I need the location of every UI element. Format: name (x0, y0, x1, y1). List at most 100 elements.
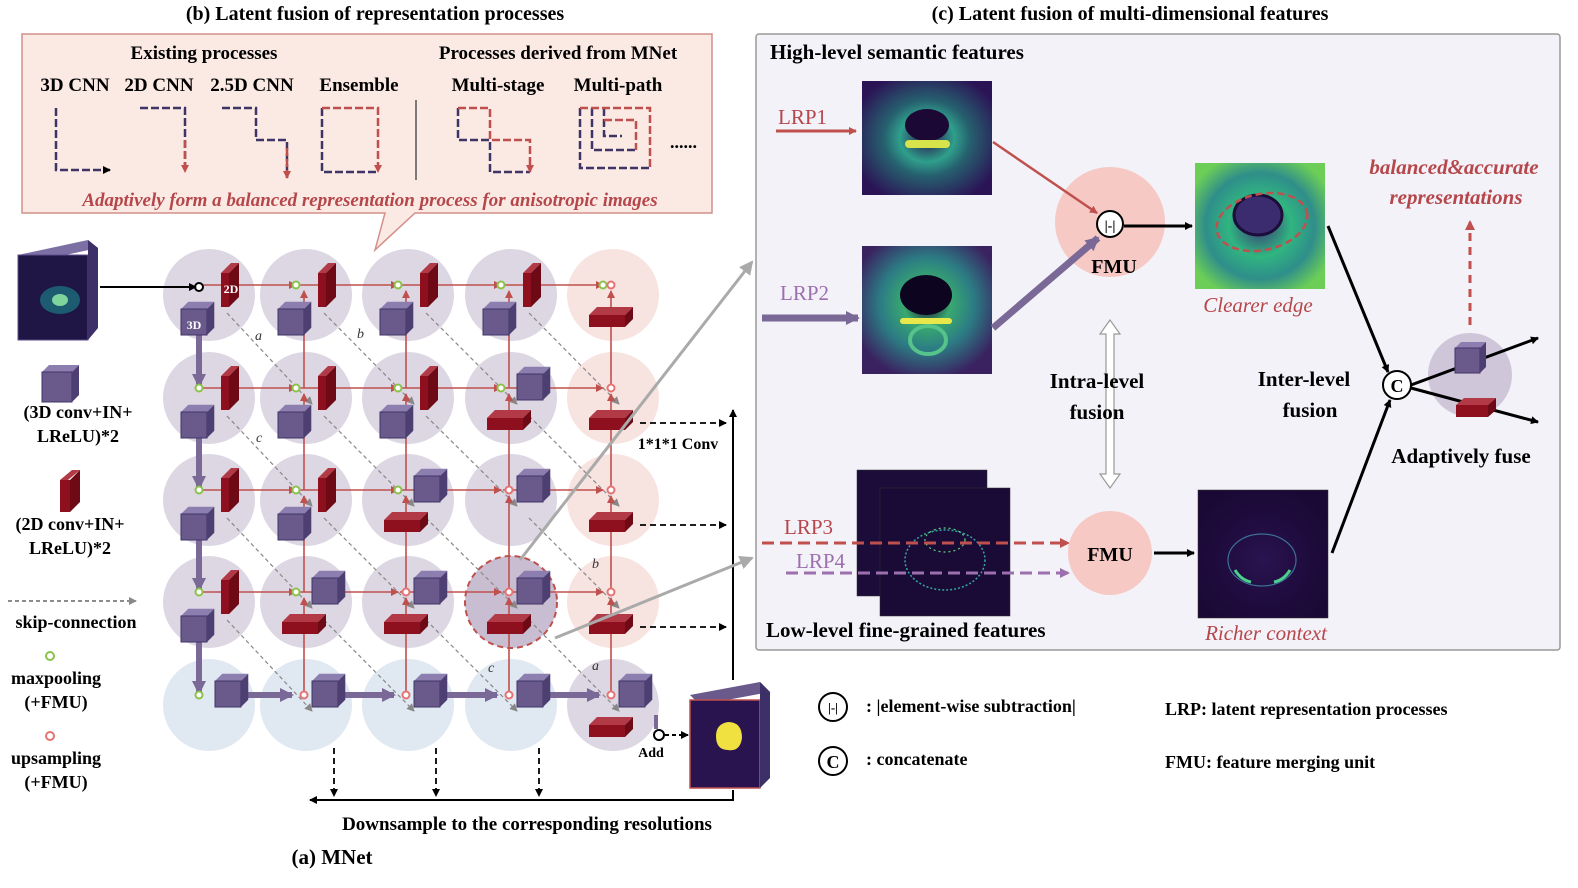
maxpool-dot (194, 485, 204, 495)
plate-side (229, 263, 239, 307)
decoder-3d-cube (516, 673, 551, 708)
plate-front (221, 376, 229, 410)
conv2d-slab-horizontal (589, 614, 633, 634)
slab-front (589, 315, 625, 327)
decoder-3d-cube (413, 570, 448, 605)
slab-front (487, 622, 523, 634)
legend-3d-line2: LReLU)*2 (37, 426, 119, 447)
cube-top (414, 570, 448, 578)
cube-side (241, 673, 249, 707)
slab-top (589, 512, 633, 520)
label-ensemble: Ensemble (319, 75, 398, 96)
cube-top (380, 404, 414, 412)
lrp2-label: LRP2 (780, 281, 829, 305)
decoder-3d-cube (413, 673, 448, 708)
legend-maxpool-dot (45, 651, 55, 661)
downsample-label: Downsample to the corresponding resoluti… (342, 814, 712, 835)
conv2d-slab-horizontal (589, 717, 633, 737)
upsample-dot (606, 485, 616, 495)
slab-top (589, 410, 633, 418)
slab-top (487, 614, 531, 622)
plate-front (318, 273, 326, 307)
cube-front (516, 680, 544, 708)
cube-front (618, 680, 646, 708)
cube-side (338, 673, 346, 707)
conv2d-plate-vertical (221, 468, 239, 512)
maxpool-dot (393, 280, 403, 290)
process-multi-path-glyph (578, 106, 652, 170)
process-ensemble-glyph (320, 106, 382, 174)
legend-concat-text: : concatenate (866, 749, 967, 769)
cube-front (516, 475, 544, 503)
slab-top (384, 614, 428, 622)
intra-level-double-arrow (1098, 318, 1122, 490)
upsample-dot (299, 690, 309, 700)
decoder-3d-cube (214, 673, 249, 708)
adaptive-fuse-label: Adaptively fuse (1391, 444, 1530, 468)
cube-side (406, 404, 414, 438)
conv2d-plate-vertical (221, 263, 239, 307)
cube-top (517, 468, 551, 476)
cube-front (277, 411, 305, 439)
cube-side (304, 301, 312, 335)
label-25d-cnn: 2.5D CNN (210, 75, 294, 96)
plate-top (420, 263, 438, 273)
plate-side (229, 366, 239, 410)
upsample-dot (606, 690, 616, 700)
highlight-node-ring (464, 555, 558, 649)
slab-front (589, 725, 625, 737)
cube-front (413, 475, 441, 503)
cube-top (181, 506, 215, 514)
legend-maxpool-line2: (+FMU) (24, 692, 87, 713)
plate-side (326, 366, 336, 410)
slab-side (625, 614, 633, 634)
output-volume (689, 682, 770, 789)
cube-side (440, 468, 448, 502)
cube-side (207, 301, 215, 335)
cube-side (509, 301, 517, 335)
cube-top (181, 404, 215, 412)
cube-top (181, 301, 215, 309)
process-3d-cnn-glyph (54, 108, 111, 174)
cube-front (180, 513, 208, 541)
legend-concat-symbol: C (827, 752, 840, 772)
cube-front (214, 680, 242, 708)
plate-side (326, 468, 336, 512)
intra-level-line2: fusion (1070, 400, 1125, 424)
skip-connection-line (323, 619, 415, 712)
conv2d-slab-horizontal (384, 512, 428, 532)
cube-top (414, 468, 448, 476)
maxpool-dot (291, 587, 301, 597)
plate-side (326, 263, 336, 307)
slab-front (589, 418, 625, 430)
cube-front (516, 373, 544, 401)
richer-context-map (1197, 489, 1329, 619)
cube-side (543, 468, 551, 502)
cube-front (379, 308, 407, 336)
skip-connection-line (323, 517, 415, 609)
cube-front (311, 680, 339, 708)
skip-connection-line (528, 517, 620, 609)
legend-3d-cube-icon (41, 365, 79, 403)
legend-skip-label: skip-connection (15, 612, 136, 632)
conv2d-plate-vertical (221, 570, 239, 614)
plate-front (420, 376, 428, 410)
slab-side (625, 512, 633, 532)
plate-front (221, 478, 229, 512)
slab-side (420, 512, 428, 532)
conv2d-slab-horizontal (384, 614, 428, 634)
lrp4-feature-map (879, 487, 1011, 617)
conv3d-cube (277, 506, 312, 541)
conv-1x1-label: 1*1*1 Conv (638, 436, 718, 453)
plate-side (428, 263, 438, 307)
upsample-dot (504, 690, 514, 700)
panel-b-title: (b) Latent fusion of representation proc… (186, 3, 565, 25)
conv3d-cube (180, 301, 215, 336)
lrp1-to-fmu-arrow (992, 140, 1098, 215)
cube-top (517, 366, 551, 374)
plate-front (523, 273, 531, 307)
slab-front (589, 520, 625, 532)
plate-front (221, 580, 229, 614)
plate-front (318, 478, 326, 512)
conv2d-slab-horizontal (282, 614, 326, 634)
